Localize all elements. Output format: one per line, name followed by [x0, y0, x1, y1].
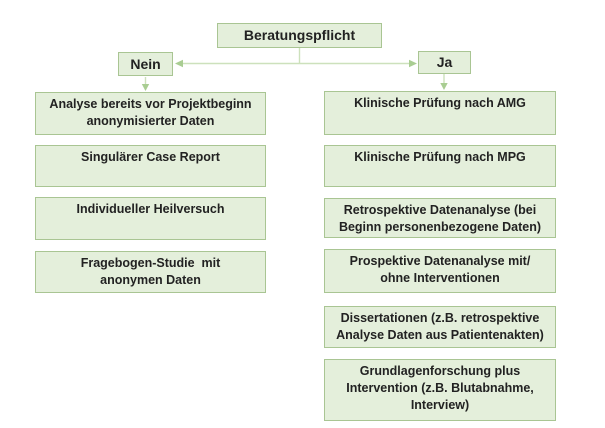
node-retrospektive-datenanalyse: Retrospektive Datenanalyse (bei Beginn p… [324, 198, 556, 238]
node-klinische-pruefung-mpg: Klinische Prüfung nach MPG [324, 145, 556, 187]
node-singulaerer-case-report: Singulärer Case Report [35, 145, 266, 187]
node-prospektive-datenanalyse: Prospektive Datenanalyse mit/ ohne Inter… [324, 249, 556, 293]
node-fragebogen-studie: Fragebogen-Studie mit anonymen Daten [35, 251, 266, 293]
arrowhead-ja-down-icon [440, 83, 448, 90]
node-beratungspflicht: Beratungspflicht [217, 23, 382, 48]
node-grundlagenforschung: Grundlagenforschung plus Intervention (z… [324, 359, 556, 421]
arrowhead-nein-down-icon [141, 84, 150, 91]
branch-label-nein: Nein [118, 52, 173, 76]
node-dissertationen: Dissertationen (z.B. retrospektive Analy… [324, 306, 556, 348]
branch-label-ja: Ja [418, 51, 471, 74]
node-klinische-pruefung-amg: Klinische Prüfung nach AMG [324, 91, 556, 135]
node-analyse-anonymisierter-daten: Analyse bereits vor Projektbeginn anonym… [35, 92, 266, 135]
arrowhead-to-ja-icon [409, 59, 417, 68]
arrowhead-to-nein-icon [175, 59, 183, 68]
node-individueller-heilversuch: Individueller Heilversuch [35, 197, 266, 240]
